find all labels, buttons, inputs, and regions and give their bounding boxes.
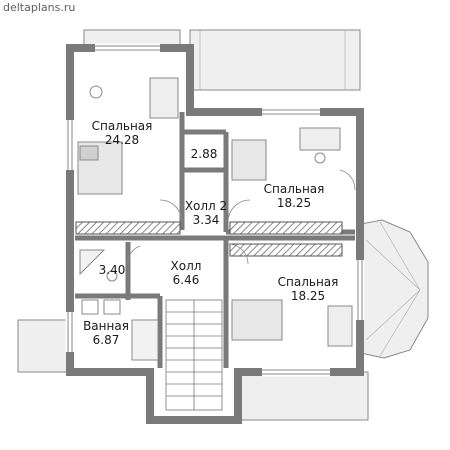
- desk-icon: [327, 305, 353, 347]
- room-area-bathroom: 6.87: [93, 333, 120, 347]
- sink-icon: [81, 299, 99, 315]
- room-name-hall: Холл: [171, 259, 202, 273]
- chair-icon: [314, 152, 326, 164]
- sink-icon: [103, 299, 121, 315]
- room-area-hall-2: 3.34: [193, 213, 220, 227]
- room-area-bedroom-2: 18.25: [277, 196, 311, 210]
- watermark-text: deltaplans.ru: [3, 1, 75, 14]
- bottom-terrace: [237, 371, 369, 421]
- bed-icon: [77, 141, 123, 195]
- bay-balcony: [355, 219, 429, 359]
- room-name-bedroom-3: Спальная: [278, 275, 339, 289]
- left-balcony: [17, 319, 71, 373]
- bed-icon: [231, 139, 267, 181]
- staircase: [165, 299, 223, 411]
- wardrobes: [75, 221, 343, 257]
- chair-icon: [89, 85, 103, 99]
- room-name-bathroom: Ванная: [83, 319, 129, 333]
- bathtub-icon: [131, 319, 159, 361]
- furniture: [77, 77, 353, 361]
- room-area-bedroom-3: 18.25: [291, 289, 325, 303]
- room-area-bedroom-1: 24.28: [105, 133, 139, 147]
- desk-icon: [299, 127, 341, 151]
- room-name-hall-2: Холл 2: [185, 199, 227, 213]
- room-area-wc: 3.40: [99, 263, 126, 277]
- bed-icon: [231, 299, 283, 341]
- room-name-bedroom-1: Спальная: [92, 119, 153, 133]
- room-name-bedroom-2: Спальная: [264, 182, 325, 196]
- room-labels: Спальная 24.28 2.88 Холл 2 3.34 Спальная…: [83, 119, 338, 347]
- top-terrace: [189, 29, 361, 91]
- room-area-storage: 2.88: [191, 147, 218, 161]
- room-area-hall: 6.46: [173, 273, 200, 287]
- shower-icon: [79, 249, 106, 276]
- desk-icon: [149, 77, 179, 119]
- terrace-grid: [199, 30, 421, 357]
- doors: [127, 169, 356, 265]
- toilet-icon: [106, 270, 118, 282]
